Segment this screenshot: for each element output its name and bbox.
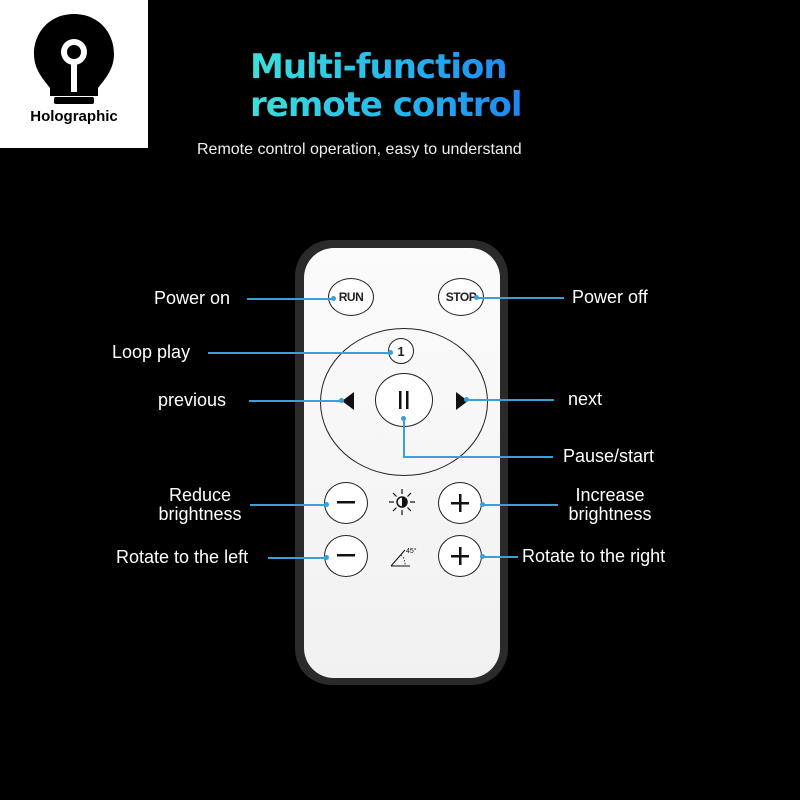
label-pause-start: Pause/start xyxy=(563,446,655,466)
increase-brightness-button[interactable] xyxy=(438,482,482,524)
callout-vline-pause xyxy=(403,418,405,457)
lightbulb-icon xyxy=(34,14,114,104)
rotate-left-button[interactable] xyxy=(324,535,368,577)
reduce-brightness-button[interactable] xyxy=(324,482,368,524)
callout-dot-rotate-left xyxy=(324,555,329,560)
label-increase-brightness: Increase brightness xyxy=(560,486,660,524)
triangle-left-icon xyxy=(342,392,354,410)
rotation-angle-icon: 45° xyxy=(388,544,422,575)
callout-dot-reduce-brightness xyxy=(324,502,329,507)
previous-button[interactable] xyxy=(340,390,356,417)
plus-icon xyxy=(451,494,469,512)
callout-line-previous xyxy=(249,400,341,402)
callout-dot-power-off xyxy=(474,295,479,300)
label-rotate-right: Rotate to the right xyxy=(522,546,666,566)
label-loop-play: Loop play xyxy=(112,342,191,362)
callout-dot-rotate-right xyxy=(480,554,485,559)
label-increase-brightness-line1: Increase xyxy=(575,485,645,505)
rotate-right-button[interactable] xyxy=(438,535,482,577)
page-subtitle: Remote control operation, easy to unders… xyxy=(197,141,522,158)
triangle-right-icon xyxy=(456,392,468,410)
callout-dot-pause xyxy=(401,416,406,421)
angle-label: 45° xyxy=(406,548,417,555)
brand-logo: Holographic xyxy=(0,0,148,148)
label-power-off: Power off xyxy=(572,287,648,307)
minus-icon xyxy=(337,501,355,504)
callout-dot-previous xyxy=(339,398,344,403)
run-button-label: RUN xyxy=(338,290,364,304)
callout-line-loop-play xyxy=(208,352,390,354)
pause-icon xyxy=(399,391,409,409)
callout-line-next xyxy=(466,399,554,401)
callout-line-power-off xyxy=(476,297,564,299)
label-power-on: Power on xyxy=(154,288,231,308)
callout-line-reduce-brightness xyxy=(250,504,326,506)
brand-name: Holographic xyxy=(30,108,118,125)
callout-line-pause xyxy=(403,456,553,458)
loop-play-label: 1 xyxy=(397,343,405,359)
callout-dot-increase-brightness xyxy=(480,502,485,507)
navigation-ring xyxy=(320,328,488,476)
label-reduce-brightness: Reduce brightness xyxy=(150,486,250,524)
label-reduce-brightness-line2: brightness xyxy=(158,504,242,524)
title-line-2: remote control xyxy=(250,85,522,125)
page-title: Multi-function remote control xyxy=(250,48,522,124)
label-increase-brightness-line2: brightness xyxy=(568,504,652,524)
callout-line-rotate-left xyxy=(268,557,326,559)
label-rotate-left: Rotate to the left xyxy=(116,547,249,567)
title-line-1: Multi-function xyxy=(250,47,507,87)
callout-line-increase-brightness xyxy=(482,504,558,506)
next-button[interactable] xyxy=(454,390,470,417)
callout-line-power-on xyxy=(247,298,333,300)
callout-dot-loop-play xyxy=(388,350,393,355)
callout-line-rotate-right xyxy=(482,556,518,558)
plus-icon xyxy=(451,547,469,565)
callout-dot-next xyxy=(464,397,469,402)
callout-dot-power-on xyxy=(331,296,336,301)
label-next: next xyxy=(568,389,603,409)
run-button[interactable]: RUN xyxy=(328,278,374,316)
stop-button-label: STOP xyxy=(445,290,477,304)
brightness-icon xyxy=(388,488,416,521)
minus-icon xyxy=(337,554,355,557)
label-reduce-brightness-line1: Reduce xyxy=(168,485,232,505)
label-previous: previous xyxy=(158,390,227,410)
